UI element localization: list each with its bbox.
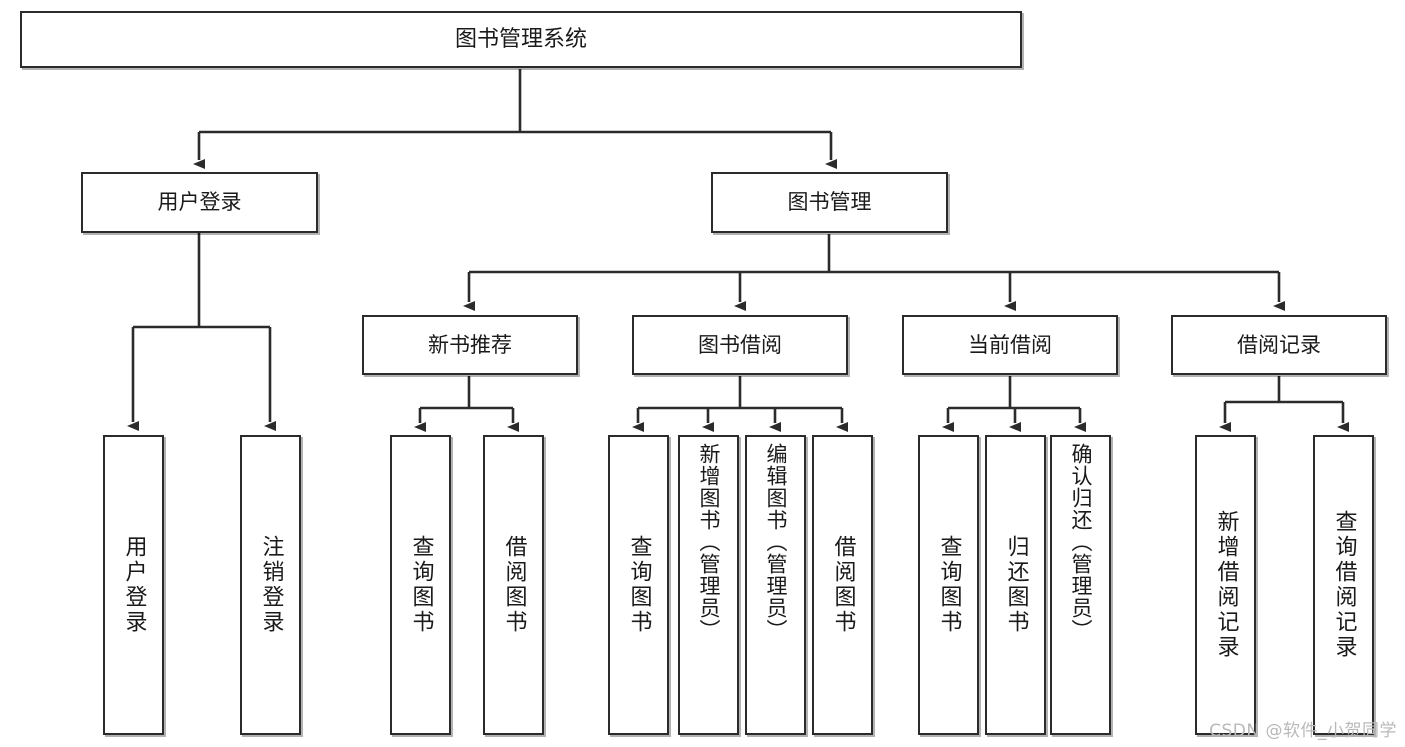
node-label: 编辑图书（管理员）: [764, 443, 788, 641]
node-label: 查询图书: [626, 535, 652, 635]
node-root-system[interactable]: 图书管理系统: [20, 11, 1022, 68]
node-label: 查询图书: [936, 535, 962, 635]
node-label: 归还图书: [1003, 535, 1029, 635]
leaf-record-add-borrow-record[interactable]: 新增借阅记录: [1195, 435, 1256, 735]
watermark-text: CSDN @软件_小贺同学: [1209, 721, 1397, 741]
node-label: 借阅图书: [830, 535, 856, 635]
node-label: 当前借阅: [968, 332, 1052, 357]
node-new-book-recommend[interactable]: 新书推荐: [362, 315, 578, 375]
node-label: 用户登录: [121, 535, 147, 635]
node-label: 图书管理系统: [454, 26, 587, 52]
node-label: 图书管理: [787, 190, 872, 215]
leaf-current-return-book[interactable]: 归还图书: [985, 435, 1046, 735]
node-label: 确认归还（管理员）: [1069, 443, 1093, 641]
node-book-borrow[interactable]: 图书借阅: [632, 315, 848, 375]
node-book-management[interactable]: 图书管理: [711, 172, 948, 233]
node-label: 查询借阅记录: [1331, 510, 1357, 660]
leaf-user-login[interactable]: 用户登录: [103, 435, 164, 735]
leaf-borrow-add-book-admin[interactable]: 新增图书（管理员）: [678, 435, 739, 735]
node-label: 借阅记录: [1237, 332, 1321, 357]
leaf-borrow-query-book[interactable]: 查询图书: [608, 435, 669, 735]
leaf-recommend-borrow-book[interactable]: 借阅图书: [483, 435, 544, 735]
leaf-current-query-book[interactable]: 查询图书: [918, 435, 979, 735]
leaf-recommend-query-book[interactable]: 查询图书: [390, 435, 451, 735]
node-label: 图书借阅: [698, 332, 782, 357]
node-current-borrow[interactable]: 当前借阅: [902, 315, 1118, 375]
node-user-login[interactable]: 用户登录: [81, 172, 318, 233]
node-label: 注销登录: [258, 535, 284, 635]
leaf-current-confirm-return-admin[interactable]: 确认归还（管理员）: [1050, 435, 1111, 735]
node-label: 新增图书（管理员）: [697, 443, 721, 641]
node-label: 借阅图书: [501, 535, 527, 635]
leaf-borrow-borrow-book[interactable]: 借阅图书: [812, 435, 873, 735]
node-borrow-record[interactable]: 借阅记录: [1171, 315, 1387, 375]
leaf-borrow-edit-book-admin[interactable]: 编辑图书（管理员）: [745, 435, 806, 735]
leaf-record-query-borrow-record[interactable]: 查询借阅记录: [1313, 435, 1374, 735]
node-label: 查询图书: [408, 535, 434, 635]
node-label: 用户登录: [157, 190, 242, 215]
node-label: 新增借阅记录: [1213, 510, 1239, 660]
node-label: 新书推荐: [428, 332, 512, 357]
leaf-user-logout[interactable]: 注销登录: [240, 435, 301, 735]
